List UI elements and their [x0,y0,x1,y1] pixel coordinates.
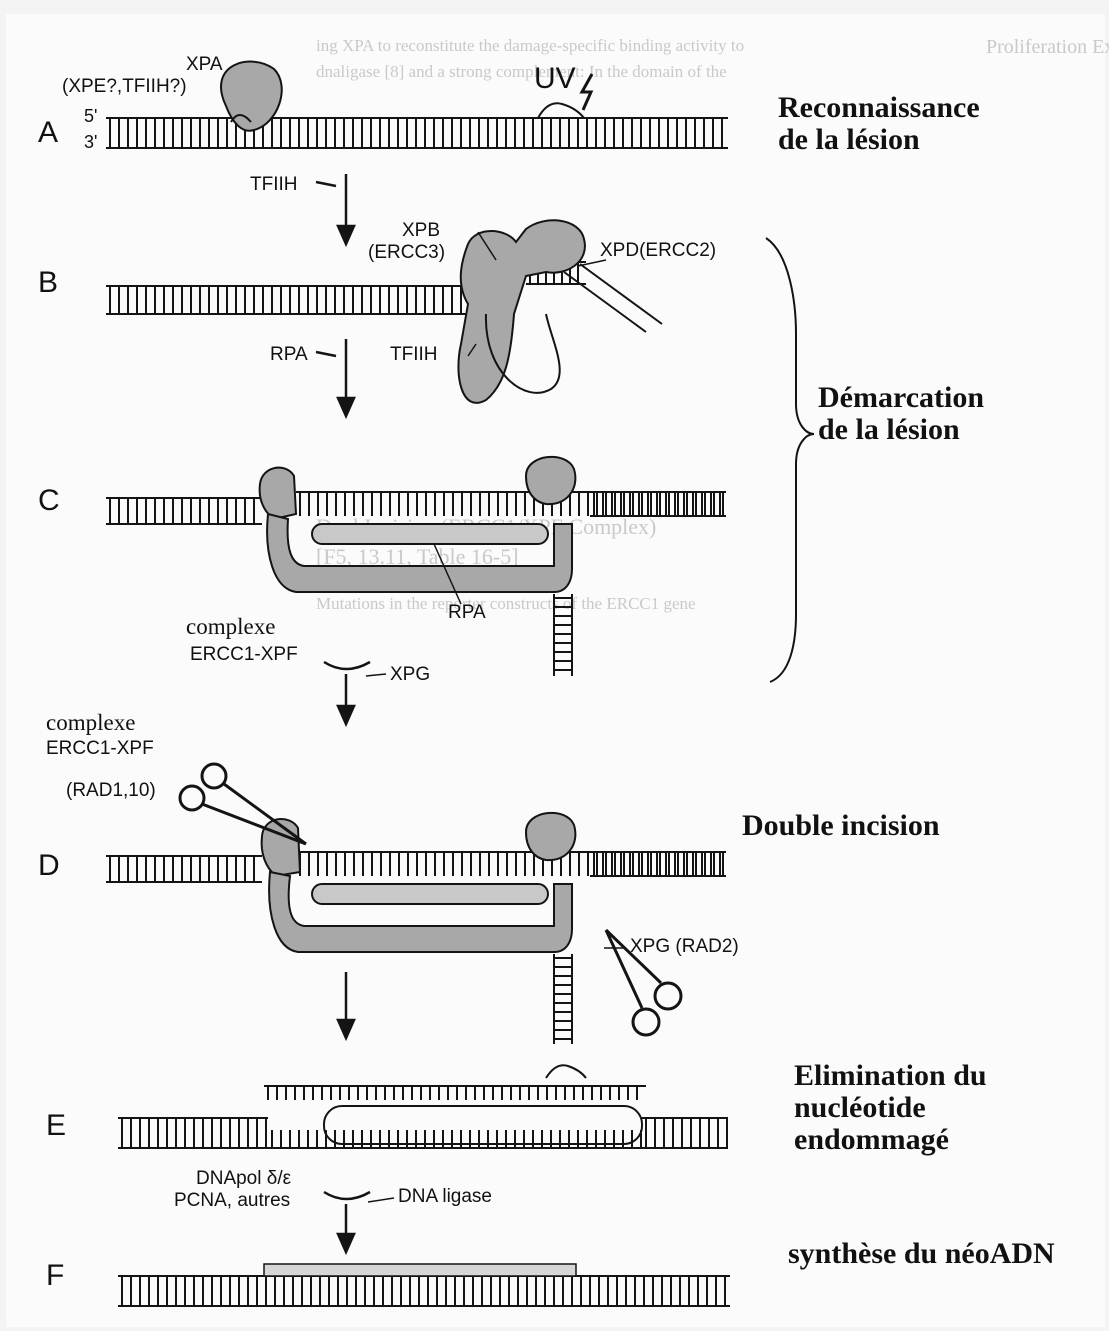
excised-oligo-e [264,1086,646,1100]
step-letter-e: E [46,1109,66,1143]
protein-shapes [180,62,814,1276]
label-xpa: XPA [186,54,223,76]
protein-left-c [260,468,296,519]
label-xpb: XPB [402,220,440,242]
label-ercc3: (ERCC3) [368,242,445,264]
label-complexe-1: complexe [186,614,275,640]
step-letter-a: A [38,116,58,150]
label-5-prime: 5' [84,106,97,127]
stage-brace [766,238,814,682]
stage-elimination-2: nucléotide [794,1092,926,1124]
step-letter-b: B [38,266,58,300]
protein-left-d [262,819,300,876]
dna-duplexes [106,118,730,1306]
dna-duplex-c-left [106,498,262,524]
label-tfiih-arrow: TFIIH [250,174,298,196]
dna-strand-d-top [296,852,726,876]
rpa-bound-strand-c [312,524,548,544]
protein-right-c [526,457,575,504]
label-dnapol: DNApol δ/ε [196,1168,291,1190]
dna-duplex-e-left [118,1118,268,1148]
process-arrow-icon [316,174,370,1252]
label-ercc1-xpf-2: ERCC1-XPF [46,738,154,760]
new-dna-patch [264,1264,576,1276]
stage-demarcation-2: de la lésion [818,414,960,446]
dna-duplex-e-right [642,1118,728,1148]
gap-strand-e [268,1130,642,1148]
label-dna-ligase: DNA ligase [398,1186,492,1208]
step-letter-d: D [38,849,60,883]
label-xpg-rad2: XPG (RAD2) [630,936,739,958]
dna-strand-c-top [296,492,726,516]
label-xpd: XPD(ERCC2) [600,240,716,262]
step-letter-c: C [38,484,60,518]
label-xpe-tfiih: (XPE?,TFIIH?) [62,76,187,98]
rpa-bound-strand-d [312,884,548,904]
dna-tail-c [554,594,572,676]
stage-elimination-3: endommagé [794,1124,949,1156]
dna-duplex-a [106,118,728,148]
label-rpa-c: RPA [448,602,486,624]
dna-tail-d [554,954,572,1044]
label-uv: UV [534,62,576,96]
protein-right-d [526,813,575,860]
stage-double-incision: Double incision [742,810,940,842]
label-ercc1-xpf-1: ERCC1-XPF [190,644,298,666]
dna-duplex-d-left [106,856,262,882]
dna-duplex-b [106,286,484,314]
label-complexe-2: complexe [46,710,135,736]
tfiih-complex [458,220,585,403]
lesion-bump [538,103,584,118]
label-rad1-10: (RAD1,10) [66,780,156,802]
stage-reconnaissance-1: Reconnaissance [778,92,980,124]
label-3-prime: 3' [84,132,97,153]
uv-lightning-icon [582,74,592,110]
stage-demarcation-1: Démarcation [818,382,984,414]
label-pcna: PCNA, autres [174,1190,290,1212]
label-xpg-arrow: XPG [390,664,430,686]
stage-synthese: synthèse du néoADN [788,1238,1055,1270]
dna-duplex-f [118,1276,730,1306]
excised-lesion-bump [546,1065,586,1078]
scissors-icon [180,764,306,844]
step-letter-f: F [46,1259,64,1293]
label-rpa-arrow: RPA [270,344,308,366]
stage-reconnaissance-2: de la lésion [778,124,920,156]
stage-elimination-1: Elimination du [794,1060,987,1092]
ner-figure: ing XPA to reconstitute the damage-speci… [6,14,1105,1327]
label-tfiih-b: TFIIH [390,344,438,366]
